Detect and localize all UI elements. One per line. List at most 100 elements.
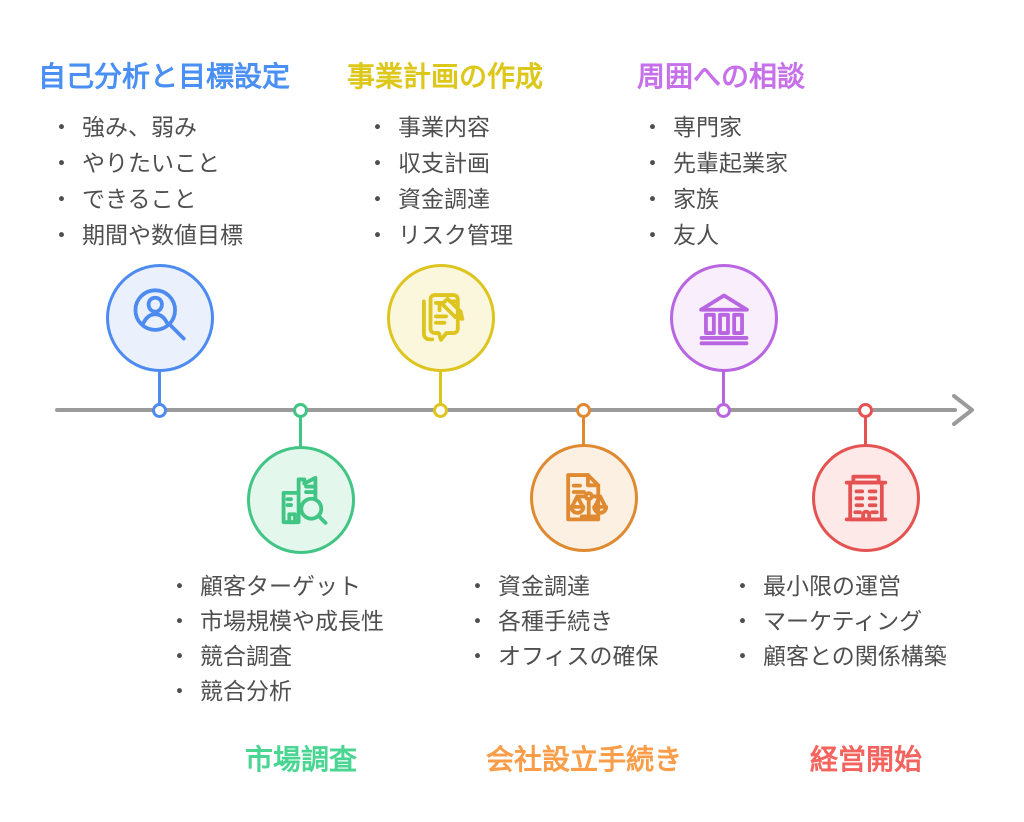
list-item: ・先輩起業家 bbox=[641, 145, 788, 181]
bullet-glyph: ・ bbox=[641, 150, 664, 176]
timeline-node-business-plan bbox=[433, 403, 448, 418]
list-item: ・事業内容 bbox=[366, 109, 513, 145]
icon-circle-incorporation bbox=[530, 444, 638, 552]
bullet-glyph: ・ bbox=[366, 222, 389, 248]
list-item: ・やりたいこと bbox=[50, 145, 243, 181]
bullet-glyph: ・ bbox=[50, 114, 73, 140]
list-item-text: 資金調達 bbox=[498, 573, 590, 599]
bullet-glyph: ・ bbox=[366, 150, 389, 176]
bullet-glyph: ・ bbox=[641, 222, 664, 248]
stem-consultation bbox=[722, 371, 725, 410]
step-list-incorporation: ・資金調達 ・各種手続き ・オフィスの確保 bbox=[466, 569, 659, 674]
bullet-glyph: ・ bbox=[641, 186, 664, 212]
bullet-glyph: ・ bbox=[168, 573, 191, 599]
step-title-start-business: 経営開始 bbox=[809, 744, 922, 775]
list-item: ・家族 bbox=[641, 181, 788, 217]
list-item: ・収支計画 bbox=[366, 145, 513, 181]
timeline-node-start-business bbox=[858, 403, 873, 418]
bullet-glyph: ・ bbox=[466, 643, 489, 669]
list-item-text: オフィスの確保 bbox=[498, 643, 659, 669]
list-item-text: 家族 bbox=[673, 186, 719, 212]
bullet-glyph: ・ bbox=[366, 114, 389, 140]
bullet-glyph: ・ bbox=[168, 608, 191, 634]
step-title-consultation: 周囲への相談 bbox=[637, 61, 806, 92]
list-item: ・資金調達 bbox=[366, 181, 513, 217]
step-title-incorporation: 会社設立手続き bbox=[485, 744, 682, 775]
step-title-self-analysis: 自己分析と目標設定 bbox=[38, 61, 291, 92]
bullet-glyph: ・ bbox=[466, 608, 489, 634]
list-item: ・資金調達 bbox=[466, 569, 659, 604]
list-item-text: 競合調査 bbox=[200, 643, 292, 669]
list-item-text: リスク管理 bbox=[398, 222, 513, 248]
list-item-text: 資金調達 bbox=[398, 186, 490, 212]
timeline-axis bbox=[55, 408, 957, 412]
bullet-glyph: ・ bbox=[50, 186, 73, 212]
list-item: ・競合分析 bbox=[168, 674, 384, 709]
document-edit-icon bbox=[422, 293, 465, 342]
list-item-text: 強み、弱み bbox=[82, 114, 197, 140]
bank-icon bbox=[699, 293, 749, 346]
timeline-node-self-analysis bbox=[152, 403, 167, 418]
list-item-text: 先輩起業家 bbox=[673, 150, 788, 176]
list-item: ・できること bbox=[50, 181, 243, 217]
list-item: ・オフィスの確保 bbox=[466, 639, 659, 674]
list-item: ・顧客ターゲット bbox=[168, 569, 384, 604]
timeline-node-market-research bbox=[293, 403, 308, 418]
list-item-text: 競合分析 bbox=[200, 678, 292, 704]
icon-circle-market-research bbox=[247, 446, 355, 554]
list-item-text: 専門家 bbox=[673, 114, 742, 140]
icon-circle-start-business bbox=[812, 444, 920, 552]
stem-start-business bbox=[864, 410, 867, 446]
bullet-glyph: ・ bbox=[168, 678, 191, 704]
bullet-glyph: ・ bbox=[731, 643, 754, 669]
office-building-icon bbox=[844, 474, 888, 522]
bullet-glyph: ・ bbox=[50, 222, 73, 248]
list-item-text: 期間や数値目標 bbox=[82, 222, 243, 248]
bullet-glyph: ・ bbox=[731, 608, 754, 634]
list-item: ・リスク管理 bbox=[366, 217, 513, 253]
step-title-market-research: 市場調査 bbox=[244, 744, 357, 775]
list-item-text: 収支計画 bbox=[398, 150, 490, 176]
list-item-text: やりたいこと bbox=[82, 150, 220, 176]
bullet-glyph: ・ bbox=[466, 573, 489, 599]
list-item-text: 顧客との関係構築 bbox=[763, 643, 947, 669]
list-item-text: 友人 bbox=[673, 222, 719, 248]
step-title-business-plan: 事業計画の作成 bbox=[347, 61, 544, 92]
icon-circle-consultation bbox=[670, 264, 778, 372]
timeline-node-incorporation bbox=[576, 403, 591, 418]
step-list-business-plan: ・事業内容 ・収支計画 ・資金調達 ・リスク管理 bbox=[366, 109, 513, 253]
list-item: ・最小限の運営 bbox=[731, 569, 947, 604]
bullet-glyph: ・ bbox=[50, 150, 73, 176]
bullet-glyph: ・ bbox=[731, 573, 754, 599]
list-item: ・競合調査 bbox=[168, 639, 384, 674]
bullet-glyph: ・ bbox=[366, 186, 389, 212]
list-item-text: 各種手続き bbox=[498, 608, 613, 634]
timeline-node-consultation bbox=[716, 403, 731, 418]
stem-business-plan bbox=[439, 371, 442, 410]
document-scales-icon bbox=[566, 473, 609, 522]
building-search-icon bbox=[281, 475, 328, 525]
list-item: ・顧客との関係構築 bbox=[731, 639, 947, 674]
person-search-icon bbox=[133, 288, 186, 341]
list-item: ・強み、弱み bbox=[50, 109, 243, 145]
icon-circle-business-plan bbox=[387, 264, 495, 372]
list-item-text: マーケティング bbox=[763, 608, 923, 634]
list-item-text: 最小限の運営 bbox=[763, 573, 901, 599]
bullet-glyph: ・ bbox=[641, 114, 664, 140]
step-list-consultation: ・専門家 ・先輩起業家 ・家族 ・友人 bbox=[641, 109, 788, 253]
stem-incorporation bbox=[582, 410, 585, 446]
timeline-arrowhead-icon bbox=[952, 394, 974, 426]
step-list-self-analysis: ・強み、弱み ・やりたいこと ・できること ・期間や数値目標 bbox=[50, 109, 243, 253]
stem-market-research bbox=[299, 410, 302, 447]
list-item: ・各種手続き bbox=[466, 604, 659, 639]
list-item-text: 顧客ターゲット bbox=[200, 573, 361, 599]
list-item-text: 市場規模や成長性 bbox=[200, 608, 384, 634]
list-item-text: 事業内容 bbox=[398, 114, 490, 140]
list-item: ・専門家 bbox=[641, 109, 788, 145]
step-list-start-business: ・最小限の運営 ・マーケティング ・顧客との関係構築 bbox=[731, 569, 947, 674]
icon-circle-self-analysis bbox=[106, 264, 214, 372]
list-item-text: できること bbox=[82, 186, 197, 212]
list-item: ・友人 bbox=[641, 217, 788, 253]
bullet-glyph: ・ bbox=[168, 643, 191, 669]
